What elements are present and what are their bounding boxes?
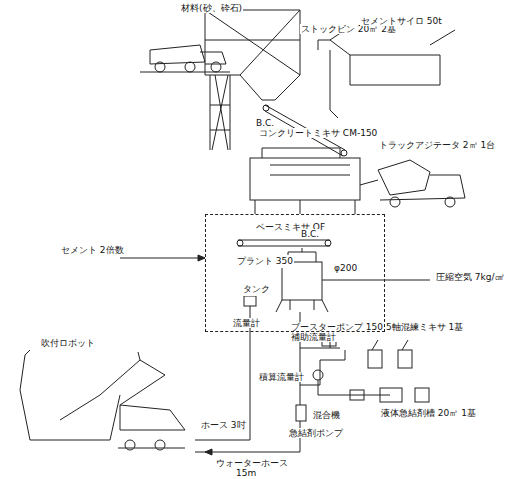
part-label: B.C.: [300, 229, 320, 239]
part-label: 補助流量計: [290, 332, 337, 342]
part-label: φ200: [333, 263, 358, 273]
part-label: セメント 2倍数: [60, 245, 125, 255]
part-label: 吹付ロボット: [40, 338, 96, 348]
part-label: 急結剤ポンプ: [288, 428, 344, 438]
part-label: コンクリートミキサ CM-150: [258, 128, 378, 138]
part-label: 15m: [235, 468, 257, 478]
part-label: トラックアジテータ 2㎥ 1台: [378, 140, 496, 150]
part-label: ホース 3吋: [200, 420, 247, 430]
part-label: 圧縮空気 7kg/㎠: [435, 272, 505, 282]
part-label: 液体急結剤槽 20㎥ 1基: [380, 408, 477, 418]
part-label: セメントサイロ 50t: [360, 16, 443, 26]
part-label: ウォーターホース: [215, 458, 289, 468]
part-label: 流量計: [232, 318, 261, 328]
part-label: 混合機: [312, 410, 341, 420]
part-label: ブースターポンプ 150 5軸混練ミキサ 1基: [290, 322, 464, 332]
part-label: 積算流量計: [258, 372, 305, 382]
node-text: タンク: [242, 283, 271, 296]
part-label: 材料(砂、砕石): [180, 3, 243, 13]
tank-label: タンク: [242, 283, 273, 298]
plant-box: プラント 350 タンク: [205, 214, 385, 332]
part-label: B.C.: [255, 118, 275, 128]
node-text: プラント 350: [236, 255, 294, 268]
